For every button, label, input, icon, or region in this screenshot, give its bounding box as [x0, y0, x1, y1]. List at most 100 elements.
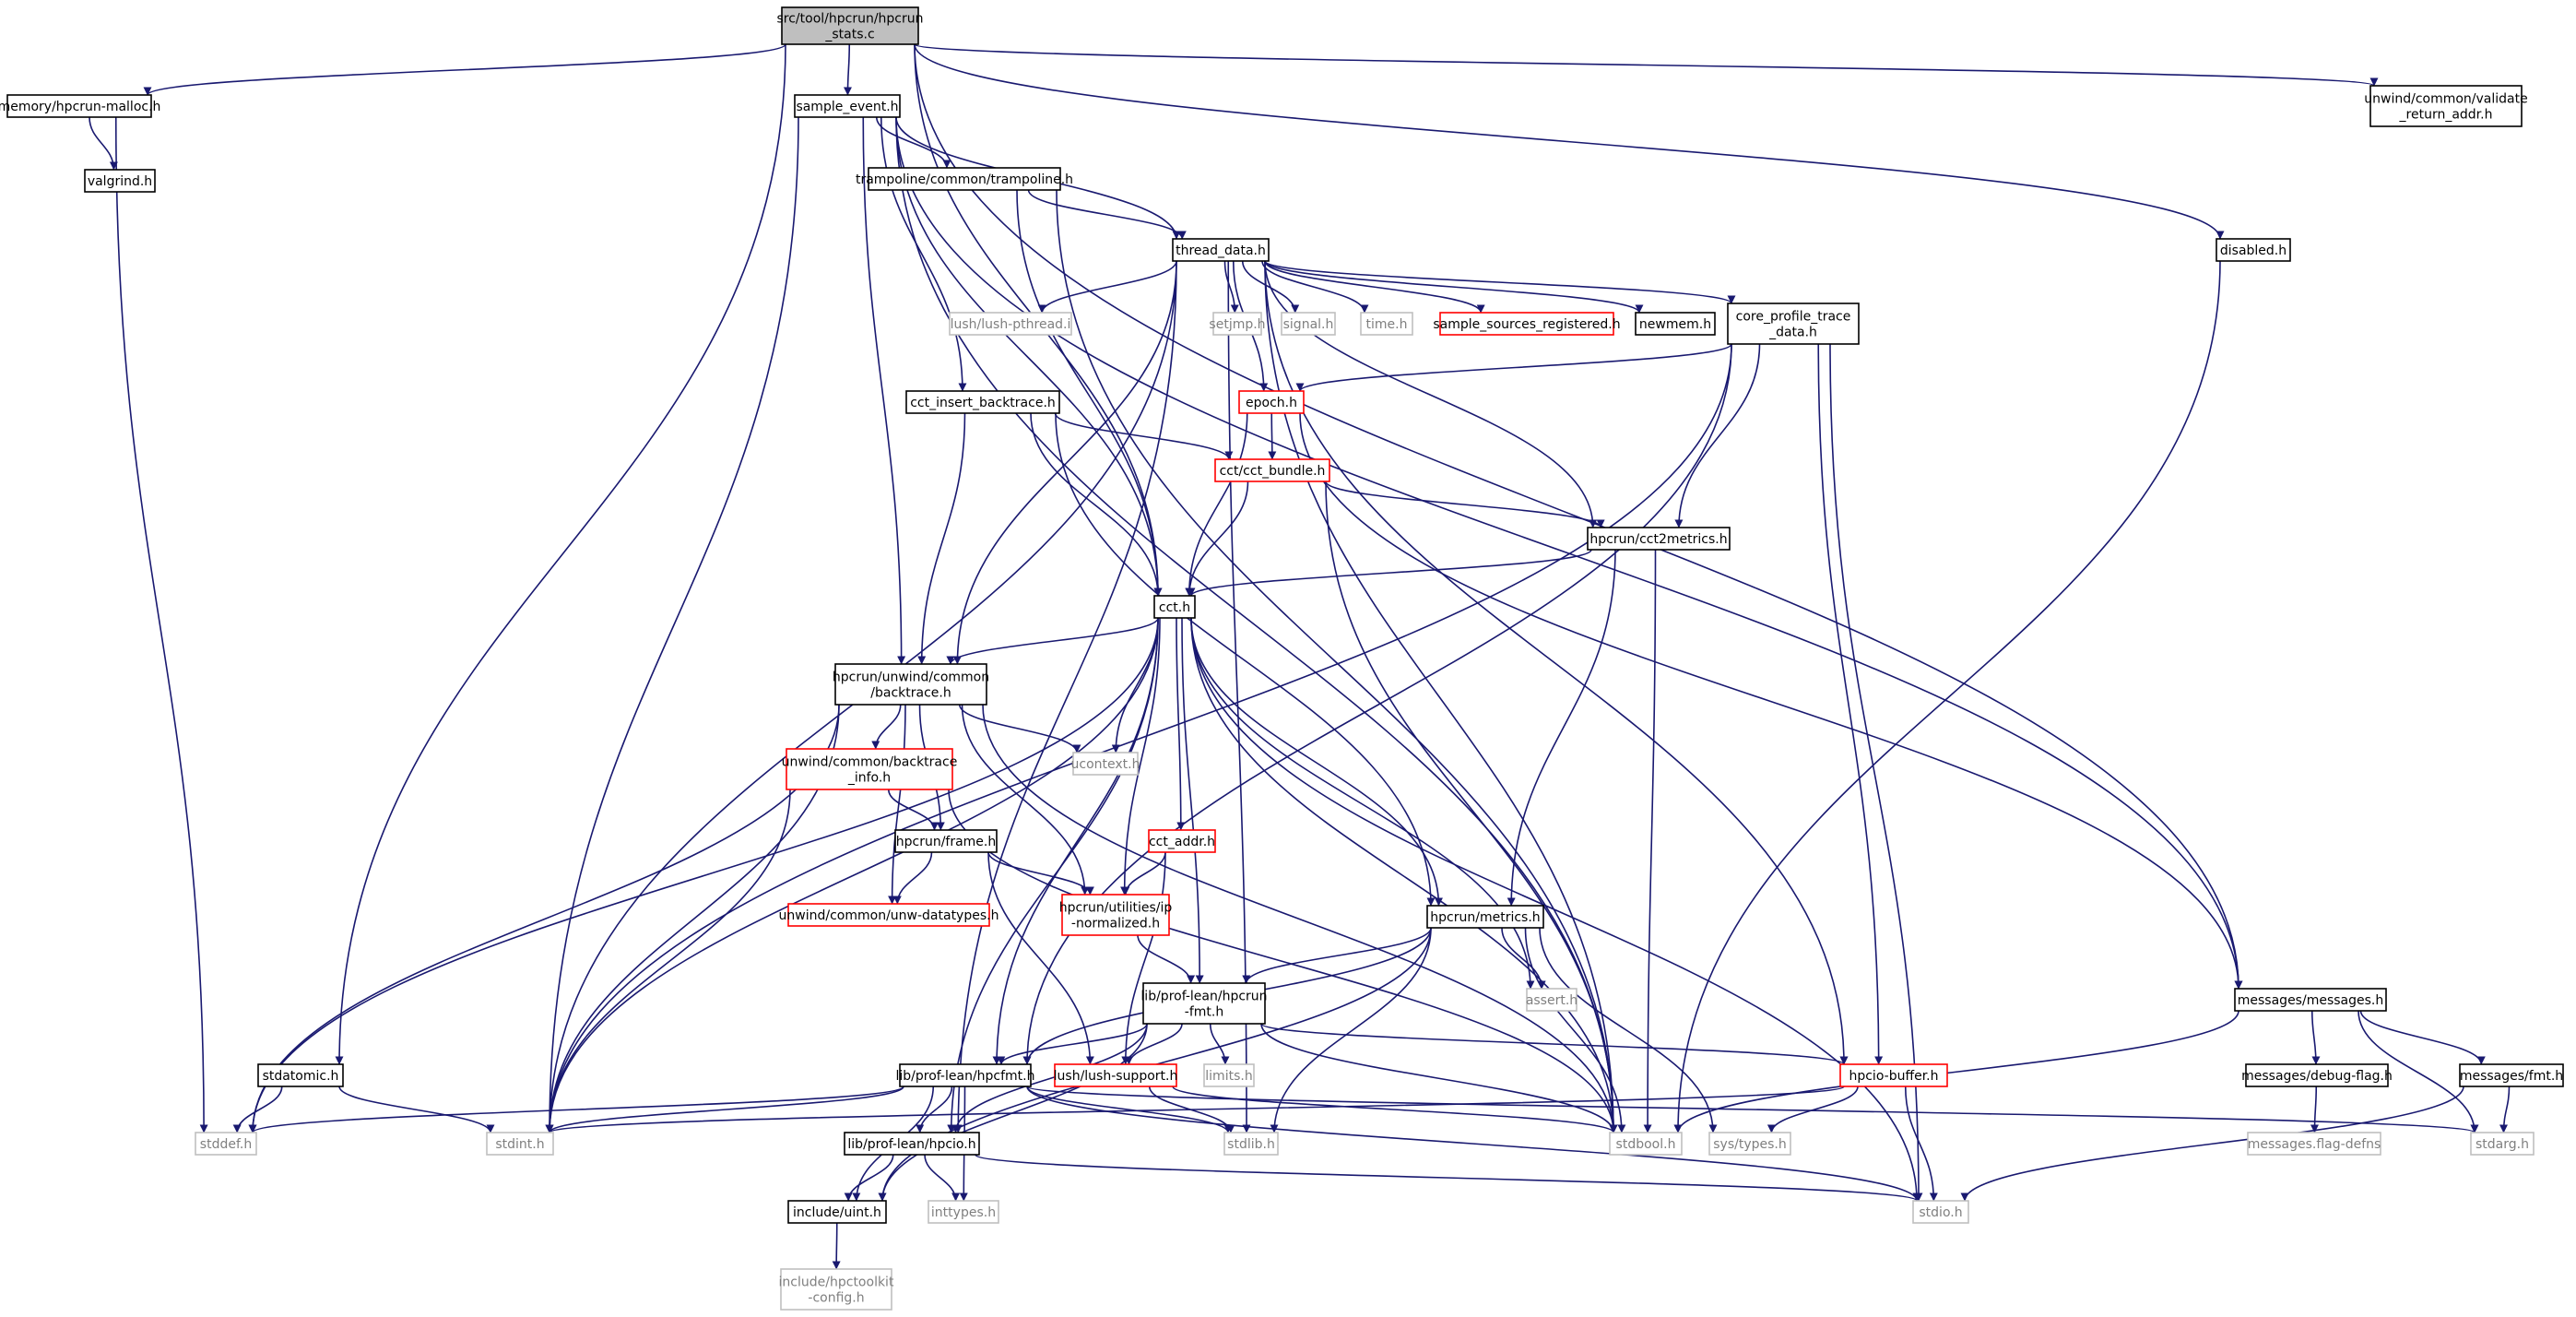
node-label: lib/prof-lean/hpcfmt.h [895, 1069, 1034, 1084]
edge-backtrace-to-unw_datatypes [888, 704, 906, 905]
node-lush-support[interactable]: lush/lush-support.h [1054, 1063, 1178, 1087]
node-box [2470, 1132, 2535, 1156]
node-cct[interactable]: cct.h [1153, 595, 1196, 619]
node-box [2369, 85, 2523, 127]
node-frame[interactable]: hpcrun/frame.h [894, 829, 998, 853]
node-label: cct_addr.h [1149, 835, 1215, 849]
edges-layer [89, 43, 2511, 1270]
edge-thread_data-to-lush_pthread [1037, 260, 1177, 314]
node-stdbool: stdbool.h [1609, 1132, 1683, 1156]
edge-core_profile-to-epoch [1295, 343, 1732, 392]
edge-core_profile-to-stdint [545, 343, 1732, 1133]
edge-cct-to-stdbool [1190, 617, 1618, 1133]
node-label: lush/lush-pthread.i [951, 317, 1071, 332]
node-newmem[interactable]: newmem.h [1635, 312, 1716, 336]
node-label: messages/messages.h [2238, 993, 2383, 1008]
node-label: core_profile_trace [1736, 310, 1851, 325]
node-cct-bundle[interactable]: cct/cct_bundle.h [1214, 458, 1330, 482]
node-inttypes: inttypes.h [928, 1200, 999, 1224]
node-cct2metrics[interactable]: hpcrun/cct2metrics.h [1587, 527, 1731, 551]
node-label: limits.h [1205, 1069, 1252, 1084]
node-hpcrun-fmt[interactable]: lib/prof-lean/hpcrun-fmt.h [1140, 982, 1268, 1025]
node-box [844, 1132, 980, 1156]
node-box [1426, 905, 1544, 929]
node-label: hpcrun/unwind/common [833, 670, 989, 685]
edge-hpcrun_fmt-to-lush_support [1124, 1023, 1183, 1065]
node-box [1439, 312, 1614, 336]
node-root[interactable]: src/tool/hpcrun/hpcrun_stats.c [776, 6, 924, 45]
node-stdatomic[interactable]: stdatomic.h [257, 1063, 344, 1087]
node-epoch[interactable]: epoch.h [1238, 390, 1305, 414]
node-malloc[interactable]: memory/hpcrun-malloc.h [0, 94, 160, 118]
edge-root-to-stdatomic [335, 43, 786, 1065]
node-bt-info[interactable]: unwind/common/backtrace_info.h [782, 748, 958, 790]
node-box [2245, 1063, 2389, 1087]
node-label: epoch.h [1246, 396, 1297, 410]
node-sample-event[interactable]: sample_event.h [794, 94, 901, 118]
edge-sample_event-to-backtrace [862, 116, 906, 665]
node-label: valgrind.h [88, 174, 152, 189]
node-hpcio[interactable]: lib/prof-lean/hpcio.h [844, 1132, 980, 1156]
node-debug-flag[interactable]: messages/debug-flag.h [2241, 1063, 2393, 1087]
node-thread-data[interactable]: thread_data.h [1172, 238, 1270, 262]
edge-hpcio-to-stdio [975, 1154, 1921, 1202]
node-box [1142, 982, 1266, 1025]
edge-thread_data-to-sample_sources [1264, 260, 1485, 314]
edge-messages-to-fmt [2359, 1010, 2486, 1065]
node-validate[interactable]: unwind/common/validate_return_addr.h [2364, 85, 2528, 127]
node-box [1912, 1200, 1969, 1224]
edge-cct-to-hpcrun_fmt [1181, 617, 1204, 984]
node-label: src/tool/hpcrun/hpcrun [776, 12, 923, 27]
node-disabled[interactable]: disabled.h [2216, 238, 2291, 262]
edge-thread_data-to-core_profile [1264, 260, 1736, 304]
node-cct-insert[interactable]: cct_insert_backtrace.h [905, 390, 1060, 414]
node-core-profile[interactable]: core_profile_trace_data.h [1727, 303, 1860, 345]
node-metrics[interactable]: hpcrun/metrics.h [1426, 905, 1544, 929]
node-box [1238, 390, 1305, 414]
node-box [2216, 238, 2291, 262]
node-ip-normalized[interactable]: hpcrun/utilities/ip-normalized.h [1059, 894, 1173, 936]
edge-fmt-to-stdarg [2499, 1086, 2511, 1133]
edge-debug_flag-to-flag_defns [2310, 1086, 2319, 1133]
edge-epoch-to-cct [1185, 412, 1248, 597]
node-messages[interactable]: messages/messages.h [2234, 988, 2387, 1012]
node-backtrace[interactable]: hpcrun/unwind/common/backtrace.h [833, 663, 989, 706]
node-label: stdarg.h [2476, 1137, 2529, 1152]
node-uint[interactable]: include/uint.h [787, 1200, 887, 1224]
node-label: _data.h [1768, 326, 1817, 340]
edge-thread_data-to-signal [1241, 260, 1300, 314]
node-cct-addr[interactable]: cct_addr.h [1148, 829, 1216, 853]
node-box [1223, 1132, 1279, 1156]
node-label: messages/debug-flag.h [2241, 1069, 2393, 1084]
node-box [1054, 1063, 1177, 1087]
node-box [949, 312, 1072, 336]
edge-cct-to-assert [1190, 617, 1535, 990]
edge-trampoline-to-cct [1016, 189, 1163, 597]
edge-thread_data-to-time [1261, 260, 1369, 314]
node-stddef: stddef.h [195, 1132, 257, 1156]
node-label: stddef.h [200, 1137, 252, 1152]
node-box [1281, 312, 1336, 336]
node-valgrind[interactable]: valgrind.h [84, 169, 156, 193]
edge-sample_event-to-stdbool [895, 116, 1618, 1133]
node-box [780, 1268, 892, 1311]
node-label: sample_sources_registered.h [1433, 317, 1620, 332]
node-hpcio-buffer[interactable]: hpcio-buffer.h [1839, 1063, 1948, 1087]
edge-thread_data-to-cct2metrics [1264, 260, 1598, 528]
edge-stdatomic-to-stddef [232, 1086, 283, 1133]
node-unw-datatypes[interactable]: unwind/common/unw-datatypes.h [779, 903, 999, 927]
edge-hpcfmt-to-stdio [1026, 1086, 1921, 1202]
edge-core_profile-to-stdio [1829, 343, 1923, 1202]
edge-bt_info-to-stdint [545, 789, 791, 1133]
edge-hpcfmt-to-stddef [248, 1086, 904, 1133]
node-setjmp: setjmp.h [1209, 312, 1266, 336]
edge-hpcio-to-uint [844, 1154, 894, 1202]
node-hpcfmt[interactable]: lib/prof-lean/hpcfmt.h [895, 1063, 1035, 1087]
node-sample-sources[interactable]: sample_sources_registered.h [1433, 312, 1621, 336]
edge-frame-to-unw_datatypes [892, 851, 933, 905]
node-trampoline[interactable]: trampoline/common/trampoline.h [856, 167, 1073, 191]
node-box [2247, 1132, 2381, 1156]
node-fmt[interactable]: messages/fmt.h [2459, 1063, 2564, 1087]
edge-bt_info-to-stdbool [948, 789, 1618, 1133]
